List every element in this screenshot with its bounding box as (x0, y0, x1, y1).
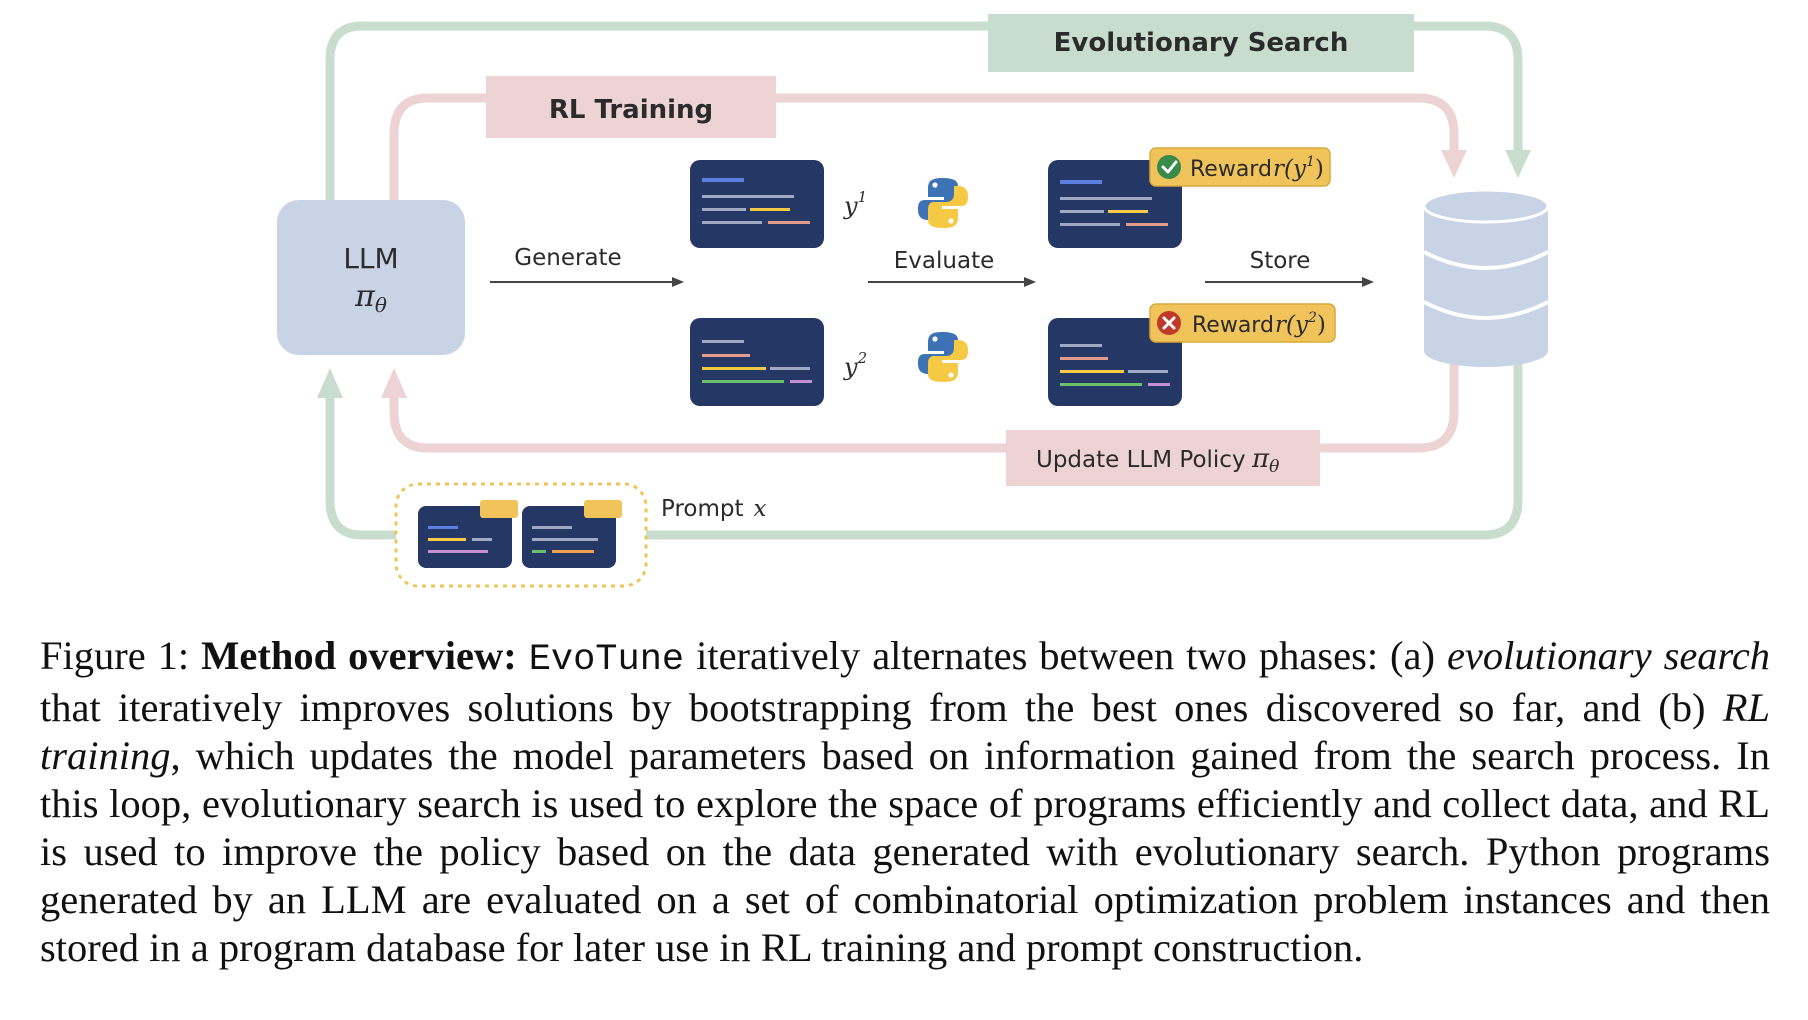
check-icon (1157, 155, 1181, 179)
code-panel-y2 (690, 318, 824, 406)
svg-text:πθ: πθ (1251, 444, 1279, 477)
figure-label: Figure 1: (40, 633, 190, 678)
svg-text:RL Training: RL Training (549, 95, 713, 125)
llm-box: LLM πθ (277, 200, 465, 355)
evaluated-panel-y1 (1048, 160, 1182, 248)
output-y1: y1 (843, 188, 867, 220)
evaluated-panel-y2 (1048, 318, 1182, 406)
caption-text-2: that iteratively improves solutions by b… (40, 685, 1706, 730)
reward-badge-y1: Reward r(y1) (1149, 147, 1331, 187)
rl-arrow-down-icon (1441, 150, 1467, 178)
evaluate-arrow (868, 277, 1036, 287)
caption-text-1: iteratively alternates between two phase… (696, 633, 1435, 678)
evo-arrow-down-icon (1505, 150, 1531, 178)
store-arrow (1205, 277, 1374, 287)
update-policy-label: Update LLM Policy πθ (1006, 430, 1320, 486)
caption-title: Method overview: (201, 633, 517, 678)
evolutionary-search-loop (325, 21, 1523, 540)
phase-b: RL training (40, 685, 1771, 778)
rl-arrow-up-icon (381, 368, 407, 398)
rl-training-label: RL Training (486, 76, 776, 138)
code-panel-y1 (690, 160, 824, 248)
caption-text-3: , which updates the model parameters bas… (40, 733, 1770, 970)
svg-text:Reward: Reward (1190, 157, 1272, 182)
llm-label: LLM (343, 242, 398, 275)
generate-arrow (490, 277, 684, 287)
svg-text:r(y2): r(y2) (1275, 310, 1326, 338)
generate-label: Generate (514, 245, 621, 271)
prompt-box (394, 482, 648, 588)
rl-training-loop (389, 93, 1459, 453)
evaluate-label: Evaluate (894, 248, 994, 274)
evolutionary-search-label: Evolutionary Search (988, 14, 1414, 72)
python-icon (918, 332, 968, 382)
evo-arrow-up-icon (317, 368, 343, 398)
phase-a: evolutionary search (1446, 633, 1771, 678)
method-overview-diagram: Evolutionary Search RL Training LLM πθ G… (277, 14, 1550, 588)
svg-text:Evolutionary Search: Evolutionary Search (1054, 28, 1349, 58)
svg-text:r(y1): r(y1) (1273, 154, 1324, 182)
svg-text:Update LLM Policy: Update LLM Policy (1036, 447, 1246, 473)
figure-caption: Figure 1: Method overview: EvoTune itera… (40, 632, 1770, 972)
method-name: EvoTune (528, 639, 685, 681)
store-label: Store (1250, 248, 1311, 274)
reward-badge-y2: Reward r(y2) (1149, 303, 1336, 343)
svg-text:Reward: Reward (1192, 313, 1274, 338)
database-icon (1422, 188, 1550, 367)
llm-policy-symbol: πθ (354, 279, 387, 317)
python-icon (918, 178, 968, 228)
output-y2: y2 (843, 349, 867, 381)
